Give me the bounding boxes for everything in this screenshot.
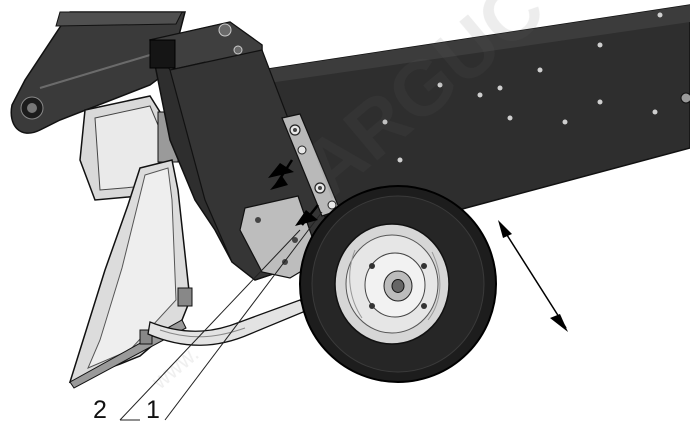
leader-line-2 (119, 229, 301, 421)
leader-line-1 (164, 211, 323, 421)
travel-arrow-head-top (498, 220, 512, 238)
arrow-head-up-1 (270, 176, 288, 190)
axle-tube (147, 299, 310, 346)
hitch-arm (10, 11, 186, 134)
callout-1: 1 (146, 396, 160, 424)
callout-leader-lines (119, 211, 323, 421)
arrow-head-up-3 (295, 210, 318, 226)
callout-2: 2 (93, 396, 107, 424)
adjustment-arrows (268, 159, 568, 332)
arrow-head-up-2 (268, 163, 294, 178)
wheel (299, 185, 497, 383)
watermark-url-text: www. (146, 341, 203, 395)
travel-arrow-line (499, 223, 567, 329)
travel-arrow-head-bottom (550, 314, 568, 332)
